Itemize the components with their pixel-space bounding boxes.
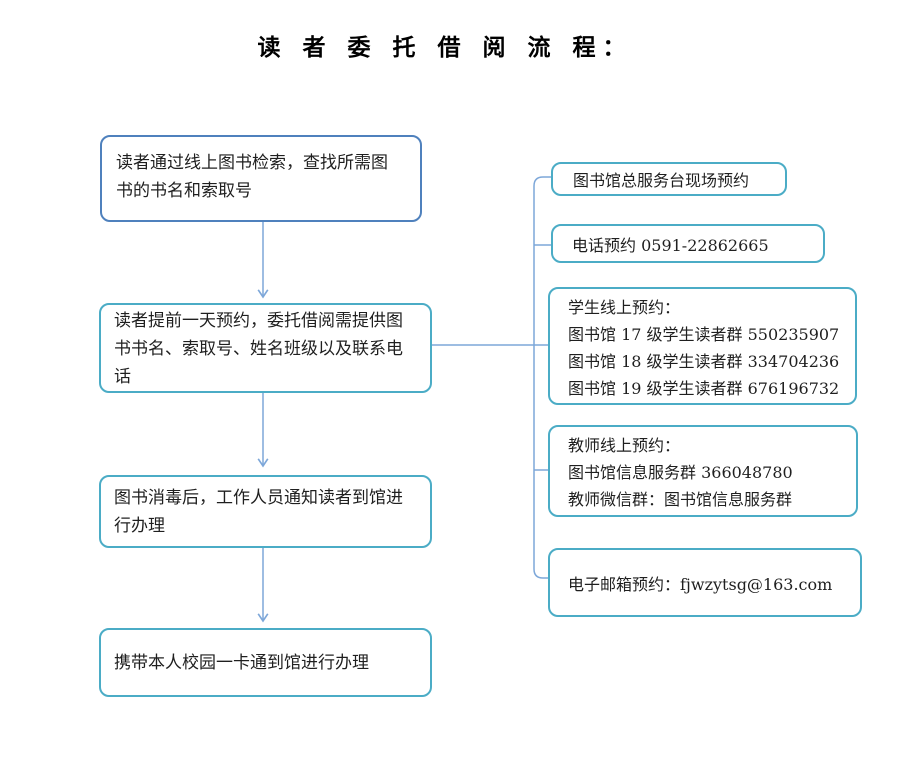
option-teacher-online: 教师线上预约： 图书馆信息服务群 366048780 教师微信群：图书馆信息服务… [548,425,858,517]
option-line: 教师微信群：图书馆信息服务群 [568,490,793,509]
option-line: 图书馆 19 级学生读者群 676196732 [568,379,840,398]
flow-step-line: 读者提前一天预约，委托借阅需提供图 [114,311,403,331]
option-line: 电子邮箱预约：fjwzytsg@163.com [568,574,833,594]
flow-step-line: 书的书名和索取号 [116,181,252,201]
page-title: 读 者 委 托 借 阅 流 程： [257,34,633,61]
flow-step-search-catalog: 读者通过线上图书检索，查找所需图 书的书名和索取号 [100,135,422,222]
option-line: 图书馆信息服务群 366048780 [568,463,793,482]
option-line: 图书馆 17 级学生读者群 550235907 [568,325,840,344]
option-line: 电话预约 0591-22862665 [572,235,769,255]
option-front-desk: 图书馆总服务台现场预约 [551,162,787,196]
flow-step-line: 图书消毒后，工作人员通知读者到馆进 [114,488,403,508]
flow-step-line: 读者通过线上图书检索，查找所需图 [116,153,388,173]
option-line: 教师线上预约： [568,436,681,455]
option-student-online: 学生线上预约： 图书馆 17 级学生读者群 550235907 图书馆 18 级… [548,287,857,405]
flow-step-line: 携带本人校园一卡通到馆进行办理 [114,653,369,673]
flow-step-line: 书书名、索取号、姓名班级以及联系电 [114,339,403,359]
option-email: 电子邮箱预约：fjwzytsg@163.com [548,548,862,617]
option-line: 图书馆 18 级学生读者群 334704236 [568,352,840,371]
flow-step-reserve-one-day-ahead: 读者提前一天预约，委托借阅需提供图 书书名、索取号、姓名班级以及联系电 话 [99,303,432,393]
option-line: 图书馆总服务台现场预约 [573,171,750,190]
flow-step-bring-campus-card: 携带本人校园一卡通到馆进行办理 [99,628,432,697]
flow-step-line: 话 [114,367,131,387]
flow-step-disinfect-and-notify: 图书消毒后，工作人员通知读者到馆进 行办理 [99,475,432,548]
option-phone: 电话预约 0591-22862665 [551,224,825,263]
option-line: 学生线上预约： [568,298,681,317]
flow-step-line: 行办理 [114,516,165,536]
